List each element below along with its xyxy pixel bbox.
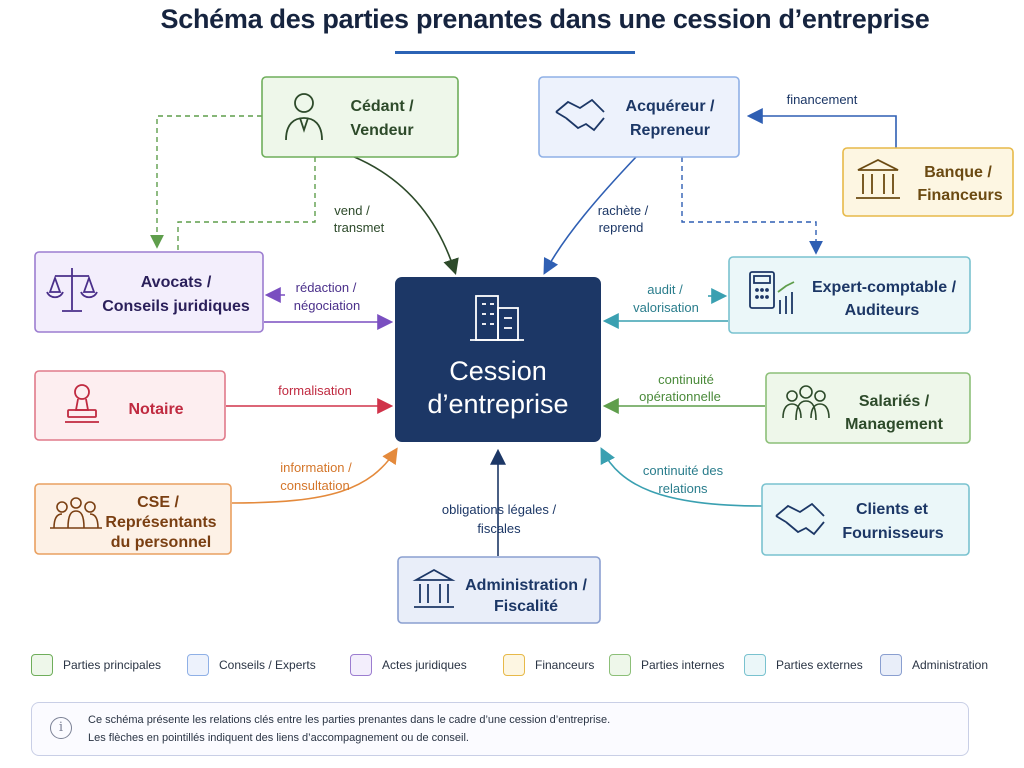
avocats-label-2: Conseils juridiques xyxy=(102,298,250,315)
node-cedant: Cédant / Vendeur xyxy=(261,76,459,158)
edge-label-rachete-1: rachète / xyxy=(598,203,649,218)
salaries-label-1: Salariés / xyxy=(859,393,930,410)
note-line-1: Ce schéma présente les relations clés en… xyxy=(88,714,611,726)
legend-label: Actes juridiques xyxy=(382,658,467,672)
cse-label-3: du personnel xyxy=(111,534,211,551)
edge-vend xyxy=(351,155,459,276)
edge-label-redaction-1: rédaction / xyxy=(296,280,357,295)
legend-swatch xyxy=(503,654,525,676)
info-icon: i xyxy=(50,717,72,739)
legend-item-parties-externes: Parties externes xyxy=(744,652,863,678)
building-icon xyxy=(470,295,524,341)
acquereur-label-1: Acquéreur / xyxy=(626,98,715,115)
center-label-1: Cession xyxy=(449,356,547,386)
edge-label-formalisation: formalisation xyxy=(278,383,352,398)
node-administration: Administration / Fiscalité xyxy=(397,556,601,624)
edge-label-continuite-rel-1: continuité des xyxy=(643,463,724,478)
node-clients: Clients et Fournisseurs xyxy=(761,483,970,556)
note-line-2: Les flèches en pointillés indiquent des … xyxy=(88,732,469,744)
legend-item-administration: Administration xyxy=(880,652,988,678)
banque-label-2: Financeurs xyxy=(917,187,1002,204)
edge-label-information-2: consultation xyxy=(280,478,349,493)
notaire-label: Notaire xyxy=(128,401,183,418)
expert-label-2: Auditeurs xyxy=(845,302,920,319)
edge-label-continuite-rel-2: relations xyxy=(658,481,708,496)
edge-label-vend-1: vend / xyxy=(334,203,370,218)
bank-icon xyxy=(856,158,900,199)
cse-label-2: Représentants xyxy=(105,514,216,531)
edge-rachete xyxy=(543,156,637,275)
node-cession: Cession d’entreprise xyxy=(395,277,601,442)
node-avocats: Avocats / Conseils juridiques xyxy=(34,251,264,333)
edge-continuite-rel xyxy=(600,447,763,507)
administration-label-2: Fiscalité xyxy=(494,598,558,615)
edge-label-audit-2: valorisation xyxy=(633,300,699,315)
legend-swatch xyxy=(31,654,53,676)
acquereur-label-2: Repreneur xyxy=(630,122,710,139)
legend-item-parties-internes: Parties internes xyxy=(609,652,724,678)
banque-label-1: Banque / xyxy=(924,164,992,181)
handshake-icon xyxy=(775,502,825,536)
calculator-chart-icon xyxy=(749,271,795,314)
node-salaries: Salariés / Management xyxy=(765,372,971,444)
info-note: i Ce schéma présente les relations clés … xyxy=(31,702,969,756)
group-icon xyxy=(50,497,102,529)
legend-item-actes-juridiques: Actes juridiques xyxy=(350,652,467,678)
legend-label: Administration xyxy=(912,658,989,672)
node-cse: CSE / Représentants du personnel xyxy=(34,483,232,555)
clients-label-1: Clients et xyxy=(856,501,929,518)
edge-label-audit-1: audit / xyxy=(647,282,683,297)
legend-swatch xyxy=(744,654,766,676)
cse-label-1: CSE / xyxy=(137,494,179,511)
edge-acquereur-expert-dashed xyxy=(681,157,823,255)
node-banque: Banque / Financeurs xyxy=(842,147,1014,217)
handshake-icon xyxy=(555,98,605,132)
legend-swatch xyxy=(880,654,902,676)
page-title: Schéma des parties prenantes dans une ce… xyxy=(160,4,930,34)
node-acquereur: Acquéreur / Repreneur xyxy=(538,76,740,158)
legend-label: Financeurs xyxy=(535,658,595,672)
stamp-icon xyxy=(65,384,99,423)
legend-label: Conseils / Experts xyxy=(219,658,316,672)
edge-label-information-1: information / xyxy=(280,460,352,475)
edge-label-continuite-op-1: continuité xyxy=(658,372,714,387)
edge-financement xyxy=(746,108,897,148)
expert-label-1: Expert-comptable / xyxy=(812,279,957,296)
team-icon xyxy=(782,385,830,421)
legend-label: Parties principales xyxy=(63,658,162,672)
edge-label-vend-2: transmet xyxy=(334,220,385,235)
scales-icon xyxy=(46,268,98,312)
government-icon xyxy=(412,568,456,608)
stakeholder-diagram: vend / transmet rachète / reprend financ… xyxy=(34,76,1014,624)
legend-label: Parties internes xyxy=(641,658,725,672)
edge-cedant-avocats-dashed xyxy=(150,115,262,249)
cedant-label-2: Vendeur xyxy=(350,122,413,139)
clients-label-2: Fournisseurs xyxy=(842,525,943,542)
node-notaire: Notaire xyxy=(34,370,226,441)
legend: Parties principales Conseils / Experts A… xyxy=(0,652,1024,678)
edge-label-obligations-1: obligations légales / xyxy=(442,502,557,517)
edge-information xyxy=(231,447,398,504)
administration-label-1: Administration / xyxy=(465,577,587,594)
edge-label-financement: financement xyxy=(787,92,858,107)
legend-swatch xyxy=(609,654,631,676)
edge-label-continuite-op-2: opérationnelle xyxy=(639,389,721,404)
legend-swatch xyxy=(187,654,209,676)
legend-item-conseils-experts: Conseils / Experts xyxy=(187,652,316,678)
edge-label-obligations-2: fiscales xyxy=(477,521,521,536)
legend-label: Parties externes xyxy=(776,658,863,672)
edge-label-rachete-2: reprend xyxy=(599,220,644,235)
title-underline xyxy=(395,51,635,54)
node-expert: Expert-comptable / Auditeurs xyxy=(728,256,971,334)
legend-item-parties-principales: Parties principales xyxy=(31,652,161,678)
legend-swatch xyxy=(350,654,372,676)
avocats-label-1: Avocats / xyxy=(141,274,212,291)
cedant-label-1: Cédant / xyxy=(350,98,414,115)
legend-item-financeurs: Financeurs xyxy=(503,652,594,678)
edge-label-redaction-2: négociation xyxy=(294,298,361,313)
edge-cedant-avocats-dashed-2 xyxy=(177,157,316,250)
center-label-2: d’entreprise xyxy=(427,389,568,419)
person-icon xyxy=(285,93,323,141)
salaries-label-2: Management xyxy=(845,416,943,433)
